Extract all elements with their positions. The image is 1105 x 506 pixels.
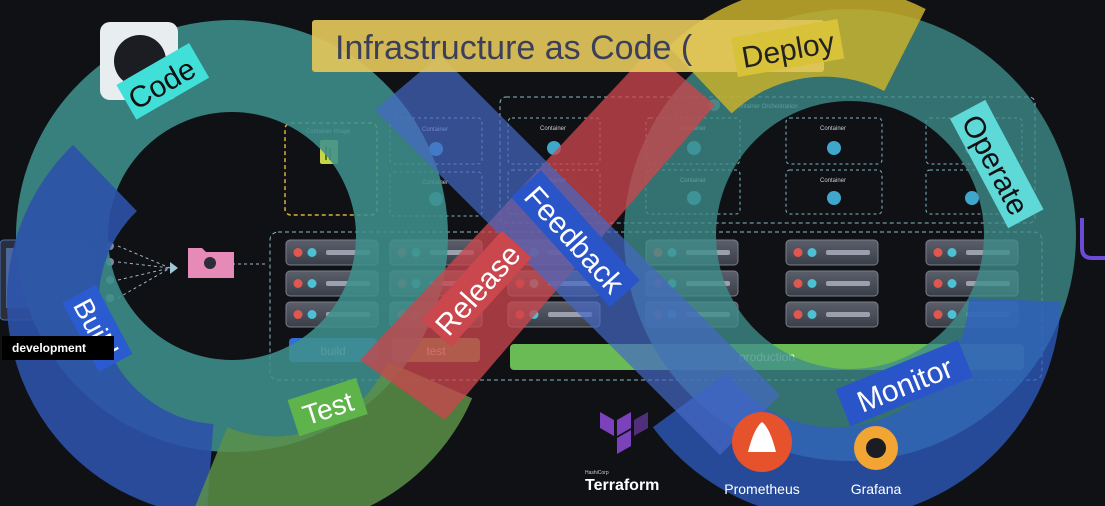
build-label-bg [62, 285, 133, 372]
page-title: Infrastructure as Code ( [335, 29, 693, 67]
grafana-core [866, 438, 886, 458]
grafana-label: Grafana [851, 481, 902, 497]
partial-edge-icon [1080, 218, 1105, 260]
server-unit [785, 239, 879, 266]
prometheus-flame [748, 422, 776, 452]
test-label-bg [287, 377, 368, 437]
tool-logos: HashiCorp Terraform Prometheus Grafana [585, 412, 902, 497]
arrow-icon [170, 262, 178, 274]
container-label: Container [540, 126, 566, 132]
operate-label-bg [949, 99, 1044, 229]
feedback-label-bg [511, 170, 640, 308]
terraform-icon [600, 412, 648, 454]
gear-icon [965, 191, 979, 205]
deploy-label-bg [731, 18, 845, 78]
gear-icon [827, 141, 841, 155]
release-label-bg [421, 230, 532, 347]
code-label-bg [116, 42, 210, 120]
container-box [785, 117, 883, 165]
test-segment [195, 360, 473, 506]
github-icon [204, 257, 216, 269]
container-label: Container [820, 178, 846, 184]
prometheus-label: Prometheus [724, 481, 799, 497]
server-unit [785, 270, 879, 297]
connection-lines [117, 245, 171, 299]
development-label: development [2, 336, 114, 360]
title-bar [312, 20, 824, 72]
server-unit [785, 301, 879, 328]
container-box [785, 169, 883, 215]
gear-icon [827, 191, 841, 205]
terraform-brand: HashiCorp [585, 470, 609, 476]
terraform-label: Terraform [585, 477, 659, 494]
monitor-label-bg [835, 339, 973, 427]
container-label: Container [820, 126, 846, 132]
